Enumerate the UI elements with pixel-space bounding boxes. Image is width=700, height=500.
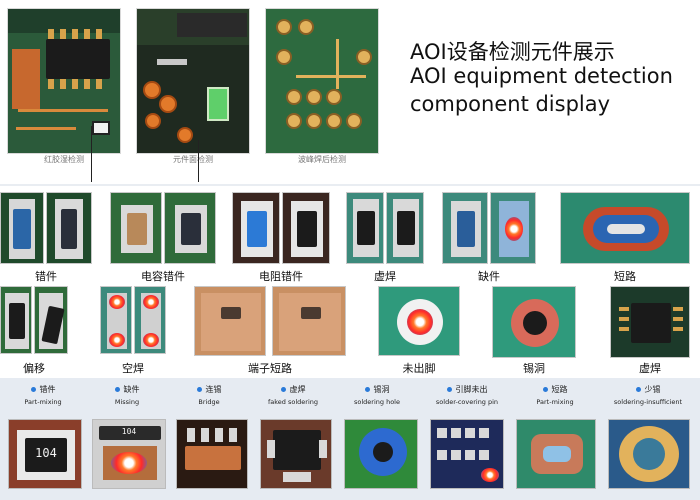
- legend-item: 短路 Part-mixing: [512, 384, 598, 406]
- empty-solder-image-a: [100, 286, 132, 354]
- bottom-card-soldering-insufficient: [608, 419, 690, 489]
- chip-marking: 104: [35, 446, 57, 460]
- wrong-part-image-a: [0, 192, 44, 264]
- thumb-red-glue-inspection: [7, 8, 121, 154]
- defect-label: 电阻错件: [259, 270, 303, 283]
- defect-label: 未出脚: [402, 362, 436, 375]
- bullet-icon: [280, 387, 286, 392]
- empty-solder-image-b: [134, 286, 166, 354]
- legend-item: 错件 Part-mixing: [0, 384, 86, 406]
- cold-solder-image-a: [346, 192, 384, 264]
- legend-en-label: soldering hole: [354, 398, 400, 406]
- pointer-line: [198, 140, 199, 182]
- headline-english-line-2: component display: [410, 92, 611, 116]
- legend-en-label: faked soldering: [267, 398, 318, 406]
- pcb-component-side-icon: [137, 9, 249, 153]
- cold-solder-image-b: [386, 192, 424, 264]
- legend-en-label: solder-covering pin: [435, 398, 499, 406]
- legend-item: 引脚未出 solder-covering pin: [424, 384, 510, 406]
- bullet-icon: [542, 387, 548, 392]
- legend-cn-label: 引脚未出: [455, 385, 488, 394]
- terminal-short-image-a: [194, 286, 266, 356]
- capacitor-image-b: [164, 192, 216, 264]
- bottom-card-part-mixing-2: [516, 419, 596, 489]
- headline-english-line-1: AOI equipment detection: [410, 64, 673, 88]
- thumb-caption: 元件面检测: [173, 155, 213, 164]
- bottom-card-faked-soldering: [260, 419, 332, 489]
- legend-en-label: Missing: [114, 398, 140, 406]
- bottom-card-soldering-hole: [344, 419, 418, 489]
- offset-image-a: [0, 286, 32, 354]
- legend-cn-label: 短路: [551, 385, 568, 394]
- thumb-caption: 波峰焊后检测: [298, 155, 346, 164]
- chip-marking: 104: [121, 427, 137, 436]
- legend-cn-label: 锡洞: [373, 385, 390, 394]
- thumb-wave-solder-inspection: [265, 8, 379, 154]
- defect-label: 电容错件: [141, 270, 185, 283]
- pcb-smt-board-icon: [8, 9, 120, 153]
- legend-cn-label: 虚焊: [289, 385, 306, 394]
- defect-label: 空焊: [122, 362, 144, 375]
- legend-cn-label: 少锡: [644, 385, 661, 394]
- bullet-icon: [635, 387, 641, 392]
- legend-item: 虚焊 faked soldering: [250, 384, 336, 406]
- bullet-icon: [196, 387, 202, 392]
- defect-label: 虚焊: [374, 270, 396, 283]
- defect-label: 端子短路: [248, 362, 292, 375]
- legend-cn-label: 错件: [39, 385, 56, 394]
- short-circuit-image: [560, 192, 690, 264]
- thumb-component-side-inspection: [136, 8, 250, 154]
- bottom-card-missing: 104: [92, 419, 166, 489]
- bullet-icon: [114, 387, 120, 392]
- defect-label: 缺件: [478, 270, 500, 283]
- offset-image-b: [34, 286, 68, 354]
- capacitor-image-a: [110, 192, 162, 264]
- missing-part-image-a: [442, 192, 488, 264]
- cold-solder-ic-image: [610, 286, 690, 358]
- legend-en-label: Bridge: [198, 398, 220, 406]
- defect-label: 偏移: [23, 362, 45, 375]
- legend-item: 锡洞 soldering hole: [334, 384, 420, 406]
- wrong-part-image-b: [46, 192, 92, 264]
- legend-item: 少锡 soldering-insufficient: [600, 384, 696, 406]
- defect-label: 短路: [614, 270, 636, 283]
- headline-chinese: AOI设备检测元件展示: [410, 40, 615, 64]
- bottom-card-solder-covering-pin: [430, 419, 504, 489]
- thumb-caption: 红胶湿检测: [44, 155, 84, 164]
- bottom-card-part-mixing: 104: [8, 419, 82, 489]
- defect-label: 错件: [35, 270, 57, 283]
- bottom-card-bridge: [176, 419, 248, 489]
- bullet-icon: [446, 387, 452, 392]
- bullet-icon: [364, 387, 370, 392]
- legend-item: 缺件 Missing: [84, 384, 170, 406]
- missing-part-image-b: [490, 192, 536, 264]
- defect-label: 锡洞: [523, 362, 545, 375]
- legend-en-label: Part-mixing: [24, 398, 62, 406]
- legend-item: 连锡 Bridge: [166, 384, 252, 406]
- terminal-short-image-b: [272, 286, 346, 356]
- bullet-icon: [30, 387, 36, 392]
- legend-en-label: Part-mixing: [536, 398, 574, 406]
- resistor-image-a: [232, 192, 280, 264]
- legend-cn-label: 连锡: [205, 385, 222, 394]
- pointer-line: [91, 126, 92, 182]
- solder-hole-image: [492, 286, 576, 358]
- defect-label: 虚焊: [639, 362, 661, 375]
- legend-cn-label: 缺件: [123, 385, 140, 394]
- legend-en-label: soldering-insufficient: [613, 398, 683, 406]
- section-divider: [0, 184, 700, 186]
- resistor-image-b: [282, 192, 330, 264]
- pin-not-out-image: [378, 286, 460, 356]
- pcb-wave-solder-icon: [266, 9, 378, 153]
